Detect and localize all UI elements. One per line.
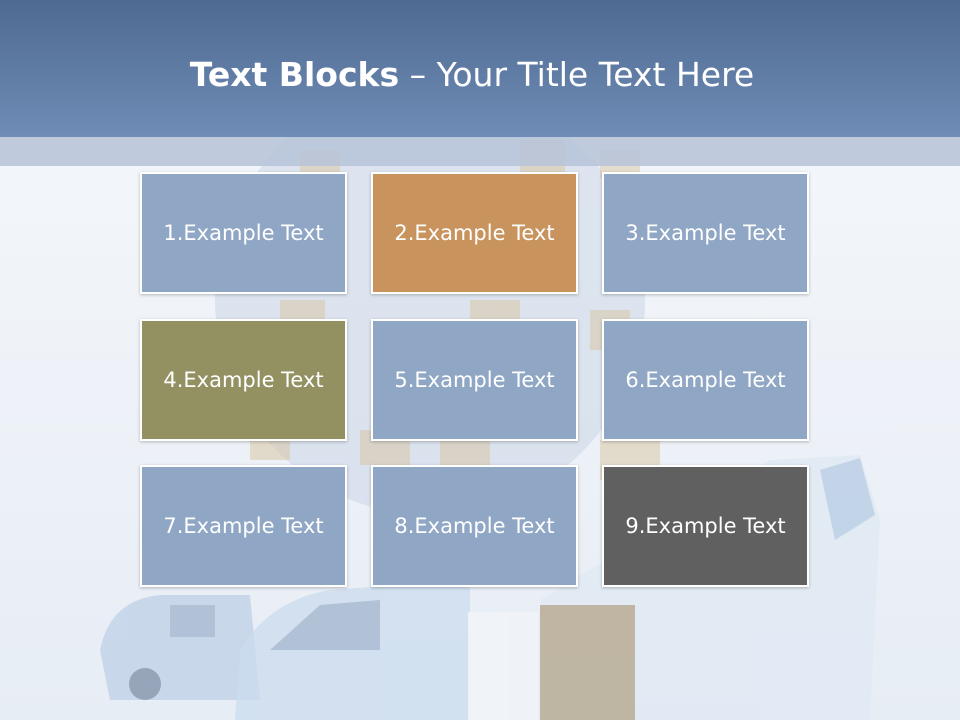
slide-title[interactable]: Text Blocks – Your Title Text Here — [0, 52, 944, 98]
text-block-8[interactable]: 8.Example Text — [371, 465, 578, 587]
text-block-2[interactable]: 2.Example Text — [371, 172, 578, 294]
text-block-4[interactable]: 4.Example Text — [140, 319, 347, 441]
title-header-bar: Text Blocks – Your Title Text Here — [0, 0, 960, 137]
text-block-label: 2.Example Text — [394, 221, 555, 245]
text-block-label: 7.Example Text — [163, 514, 324, 538]
text-block-5[interactable]: 5.Example Text — [371, 319, 578, 441]
text-block-3[interactable]: 3.Example Text — [602, 172, 809, 294]
text-block-label: 6.Example Text — [625, 368, 786, 392]
text-block-7[interactable]: 7.Example Text — [140, 465, 347, 587]
slide-title-bold: Text Blocks — [189, 55, 400, 94]
text-block-label: 5.Example Text — [394, 368, 555, 392]
text-block-label: 9.Example Text — [625, 514, 786, 538]
slide-title-rest: Your Title Text Here — [436, 55, 755, 94]
header-accent-band — [0, 137, 960, 166]
text-block-label: 4.Example Text — [163, 368, 324, 392]
slide-title-separator: – — [399, 55, 437, 94]
text-block-label: 3.Example Text — [625, 221, 786, 245]
text-block-label: 1.Example Text — [163, 221, 324, 245]
text-block-9[interactable]: 9.Example Text — [602, 465, 809, 587]
text-block-6[interactable]: 6.Example Text — [602, 319, 809, 441]
text-block-label: 8.Example Text — [394, 514, 555, 538]
text-block-1[interactable]: 1.Example Text — [140, 172, 347, 294]
